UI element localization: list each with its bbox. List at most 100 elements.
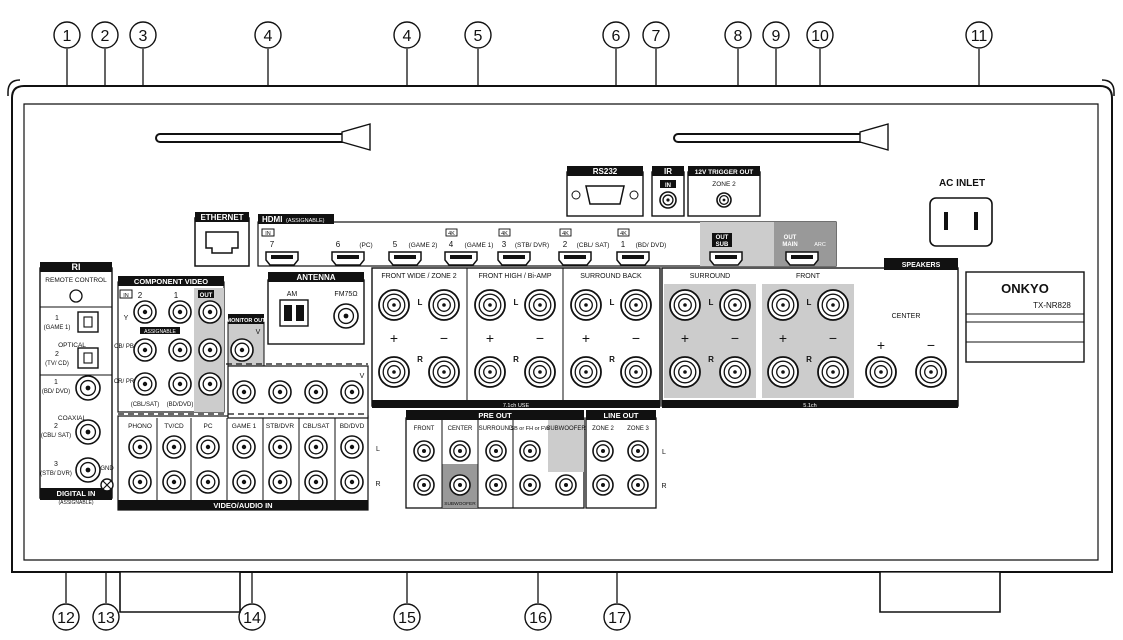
line-out-col-label: ZONE 2 [592, 426, 614, 432]
pre-out-r-jack [449, 474, 471, 496]
jack-pin [277, 444, 283, 450]
rs232-label: RS232 [593, 167, 618, 176]
jack-pin [241, 479, 247, 485]
speaker-group-label: SURROUND BACK [580, 273, 642, 280]
callout-number: 4 [403, 28, 412, 45]
l-label: L [807, 298, 812, 307]
speaker-group-label: FRONT WIDE / ZONE 2 [381, 273, 456, 280]
rs232-screw [629, 190, 639, 200]
model-label: TX-NR828 [1033, 301, 1071, 310]
callout-circle [762, 21, 790, 49]
ri-label: RI [72, 262, 81, 272]
jack-pin [142, 381, 148, 387]
jack-pin [207, 309, 213, 315]
av-input-label: STB/DVR [266, 423, 294, 430]
speaker-post-r-plus [767, 356, 799, 388]
line-l-label: L [662, 449, 666, 456]
component-name: (CBL/SAT) [131, 402, 160, 408]
speakers-71-box [371, 267, 661, 407]
callout-circle [129, 21, 157, 49]
pre-out-header [406, 410, 584, 420]
callout-number: 5 [474, 28, 483, 45]
jack-pin [85, 385, 91, 391]
post-hole [831, 303, 835, 307]
callout-number: 14 [243, 610, 261, 627]
hdmi-input-name: (STB/ DVR) [515, 242, 549, 249]
out-sub-badge [712, 233, 732, 247]
hdmi-input-port [444, 251, 478, 266]
hdmi-pins [564, 255, 586, 259]
rs232-screw [571, 190, 581, 200]
r-label: R [609, 355, 615, 364]
jack-pin [601, 483, 605, 487]
ri-header [40, 262, 112, 272]
assignable-badge [140, 327, 180, 334]
wireless-antenna [673, 123, 889, 151]
callout-circle [965, 21, 993, 49]
post-hole [879, 370, 883, 374]
pre-out-r-jack [413, 474, 435, 496]
component-cb-label: CB/ PB [114, 344, 134, 350]
digital-in-label: DIGITAL IN [57, 489, 96, 498]
r-label: R [708, 355, 714, 364]
trigger-zone2-label: ZONE 2 [712, 181, 736, 188]
pre-out-r-jack [555, 474, 577, 496]
callout-number: 4 [264, 28, 273, 45]
av-video-jack [304, 380, 328, 404]
callout-number: 15 [398, 610, 416, 627]
l-label: L [709, 298, 714, 307]
antenna-label: ANTENNA [296, 273, 335, 282]
component-jack [168, 338, 192, 362]
av-audio-l-jack [232, 435, 256, 459]
post-hole [488, 370, 492, 374]
av-audio-r-jack [304, 470, 328, 494]
av-l-label: L [376, 446, 380, 453]
speaker-post-l-plus [378, 289, 410, 321]
jack-pin [277, 389, 283, 395]
component-out-badge [198, 290, 214, 298]
callout-number: 16 [529, 610, 547, 627]
monitor-out-label: MONITOR OUT [226, 318, 266, 324]
antenna-cap [341, 123, 371, 151]
jack-pin [171, 479, 177, 485]
av-audio-r-jack [340, 470, 364, 494]
hdmi-pins [337, 255, 359, 259]
callout-circle [393, 603, 421, 631]
component-header [118, 276, 224, 286]
post-hole [683, 370, 687, 374]
trigger-label: 12V TRIGGER OUT [695, 169, 754, 176]
out-main-label: OUT [784, 235, 797, 241]
center-post-minus [915, 356, 947, 388]
r-label: R [806, 355, 812, 364]
coaxial-num: 2 [54, 423, 58, 430]
hdmi-label: HDMI [262, 215, 282, 224]
post-hole [733, 370, 737, 374]
hdmi-4k-label: 4K [501, 231, 508, 237]
callout-circle [806, 21, 834, 49]
antenna-header [268, 272, 364, 282]
post-hole [488, 303, 492, 307]
speaker-post-r-plus [669, 356, 701, 388]
hdmi-pins [622, 255, 644, 259]
jack-pin [137, 479, 143, 485]
fm-label: FM75Ω [334, 291, 357, 298]
post-hole [781, 370, 785, 374]
r-label: R [513, 355, 519, 364]
hdmi-pins [271, 255, 293, 259]
callout-circle [92, 603, 120, 631]
callout-circle [724, 21, 752, 49]
jack-pin [528, 449, 532, 453]
pre-out-l-jack [485, 440, 507, 462]
av-input-label: BD/DVD [340, 423, 365, 430]
line-out-r-jack [592, 474, 614, 496]
callout-circle [642, 21, 670, 49]
av-r-label: R [375, 481, 380, 488]
optical-label: OPTICAL [58, 342, 86, 349]
jack-pin [343, 313, 349, 319]
callout-11: 10 [806, 21, 834, 220]
jack-pin [241, 389, 247, 395]
hdmi-input-num: 2 [563, 240, 568, 249]
pre-out-r-jack [485, 474, 507, 496]
jack-pin [458, 449, 462, 453]
av-input-label: CBL/SAT [303, 423, 330, 430]
